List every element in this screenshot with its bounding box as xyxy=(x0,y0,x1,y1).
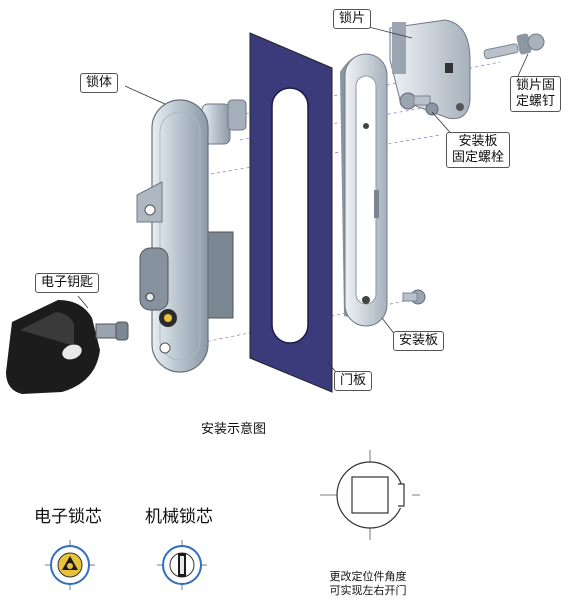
callout-mount-bolt: 安装板 固定螺栓 xyxy=(446,132,511,168)
callout-lock-plate-screw: 锁片固 定螺钉 xyxy=(510,76,562,112)
door-panel xyxy=(249,32,333,393)
lock-plate-screw xyxy=(483,33,545,60)
positioning-part-icon xyxy=(320,450,420,540)
electronic-core-icon xyxy=(45,540,95,590)
diagram-caption: 安装示意图 xyxy=(201,422,267,437)
positioning-note: 更改定位件角度 可实现左右开门 xyxy=(329,570,407,597)
callout-door-panel: 门板 xyxy=(334,371,373,391)
electronic-key xyxy=(6,300,129,394)
mount-plate xyxy=(340,53,388,327)
mount-plate-bolts xyxy=(399,92,439,305)
callout-lock-body: 锁体 xyxy=(80,73,119,93)
callout-mount-plate: 安装板 xyxy=(393,331,445,351)
callout-lock-plate: 锁片 xyxy=(333,9,372,29)
mechanical-core-icon xyxy=(157,540,207,590)
lock-body xyxy=(136,99,247,373)
callout-electronic-key: 电子钥匙 xyxy=(35,273,100,293)
electronic-core-label: 电子锁芯 xyxy=(34,507,102,527)
mechanical-core-label: 机械锁芯 xyxy=(145,507,213,527)
